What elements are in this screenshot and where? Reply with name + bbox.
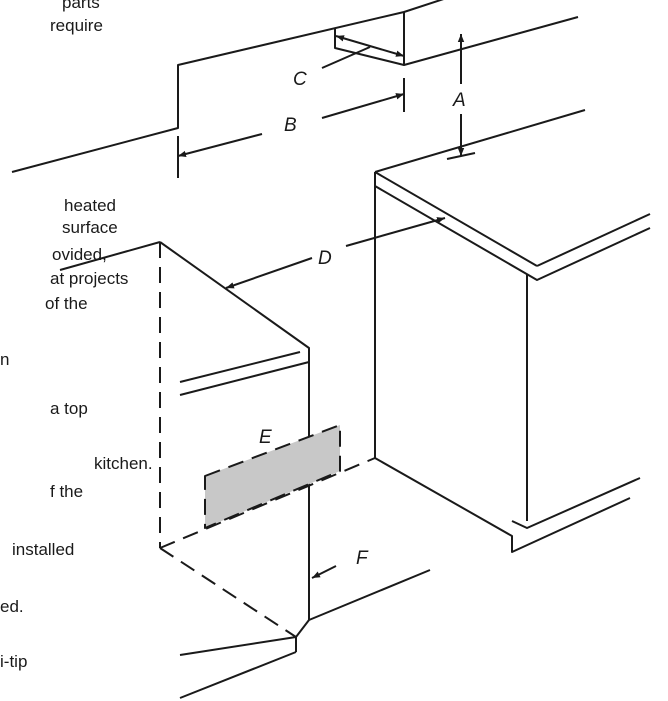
side-text-4: surface (62, 218, 118, 237)
side-text-9: a top (50, 399, 88, 418)
dimension-d-arrow-left (225, 257, 313, 289)
dimension-a-tick (446, 152, 476, 160)
dimension-b-arrow-left (177, 133, 263, 158)
right-cabinet-top-front (374, 172, 651, 281)
left-cabinet-bottom-dashed (159, 547, 297, 638)
left-cabinet-floor-dashed (159, 457, 376, 549)
side-text-11: f the (50, 482, 84, 501)
side-text-12: installed (12, 540, 75, 559)
dimension-c-leader (321, 46, 371, 69)
side-text-14: i-tip (0, 652, 28, 671)
label-e: E (259, 427, 272, 448)
cutout-step (334, 28, 405, 66)
dimension-c-arrow (335, 35, 405, 57)
side-text-6: at projects (50, 269, 129, 288)
label-c: C (293, 69, 307, 90)
side-text-8: n (0, 350, 10, 369)
side-text-1: parts (62, 0, 100, 12)
side-text-5: ovided, (52, 245, 107, 264)
dimension-f-arrow (311, 565, 337, 579)
dimension-b-arrow-right (321, 93, 405, 119)
left-cabinet-top-back (59, 241, 161, 271)
left-cabinet-top-edge (179, 351, 301, 383)
left-cabinet-plinth (179, 569, 431, 656)
side-text-13: ed. (0, 597, 24, 616)
ventilation-opening (204, 424, 341, 529)
label-f: F (356, 548, 369, 569)
side-text-10: kitchen. (94, 454, 153, 473)
dimension-d-arrow-right (345, 217, 446, 247)
side-text-3: heated (64, 196, 116, 215)
label-b: B (284, 115, 297, 136)
left-cabinet-floor-front (179, 651, 297, 699)
label-a: A (452, 90, 466, 111)
right-cabinet-top-edge-2 (536, 213, 651, 267)
left-cabinet-top (159, 241, 310, 396)
worktop-profile (11, 0, 444, 173)
right-cabinet-base (374, 457, 631, 553)
side-text-2: require (50, 16, 103, 35)
label-d: D (318, 248, 332, 269)
side-text-7: of the (45, 294, 88, 313)
right-cabinet-top-back (374, 109, 586, 173)
right-cabinet-plinth (511, 477, 641, 529)
cutout-profile (403, 12, 579, 66)
right-cabinet-top-edge (374, 171, 538, 267)
